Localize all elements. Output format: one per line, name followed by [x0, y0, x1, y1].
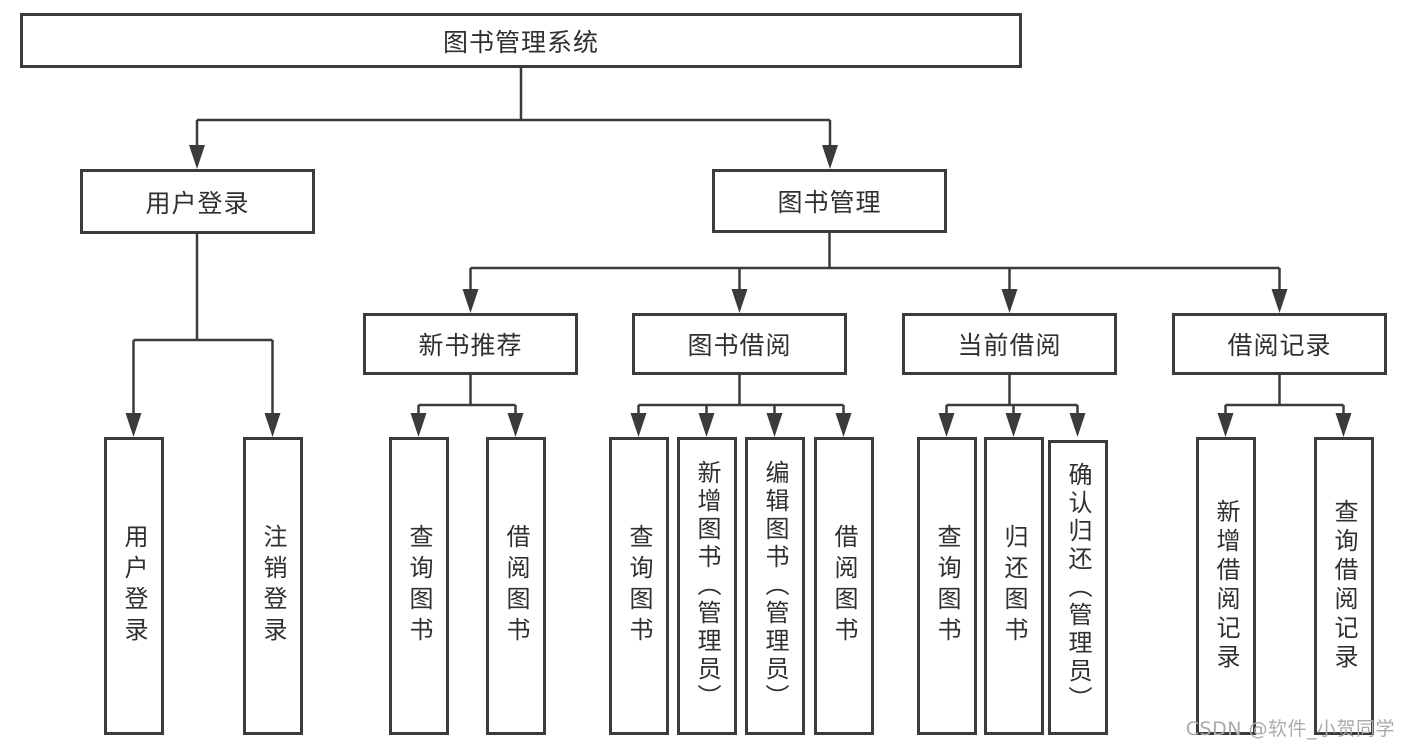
- leaf-edit-books-admin-label: 编辑图书（管理员）: [761, 460, 789, 712]
- node-borrowing-records-label: 借阅记录: [1227, 331, 1332, 360]
- leaf-add-borrow-record-label: 新增借阅记录: [1212, 499, 1240, 673]
- leaf-query-books-borrowing: 查询图书: [609, 437, 669, 735]
- leaf-borrow-books-recommend-label: 借阅图书: [502, 524, 530, 648]
- leaf-add-books-admin: 新增图书（管理员）: [677, 437, 737, 735]
- leaf-add-borrow-record: 新增借阅记录: [1196, 437, 1256, 735]
- arrowhead: [1005, 413, 1022, 437]
- node-new-book-recommend-label: 新书推荐: [418, 331, 523, 360]
- leaf-query-books-recommend-label: 查询图书: [405, 524, 433, 648]
- leaf-query-books-current-label: 查询图书: [933, 524, 961, 648]
- arrowhead: [1001, 289, 1018, 313]
- leaf-query-books-current: 查询图书: [917, 437, 977, 735]
- leaf-edit-books-admin: 编辑图书（管理员）: [745, 437, 805, 735]
- leaf-logout-label: 注销登录: [259, 524, 287, 648]
- node-current-borrowing: 当前借阅: [902, 313, 1117, 375]
- connector-userlogin-to-leaves: [132, 234, 274, 415]
- connector-bookmgmt-to-level3: [469, 233, 1281, 291]
- arrowhead: [410, 413, 427, 437]
- arrowhead: [1069, 413, 1086, 437]
- arrowhead: [822, 145, 838, 169]
- connector-borrowing-to-leaves: [637, 375, 845, 415]
- arrowhead: [264, 413, 281, 437]
- connector-newbooks-to-leaves: [417, 375, 517, 415]
- connector-root-to-level2: [195, 68, 832, 147]
- leaf-user-login: 用户登录: [104, 437, 164, 735]
- arrowhead: [1335, 413, 1352, 437]
- node-current-borrowing-label: 当前借阅: [957, 331, 1062, 360]
- leaf-logout: 注销登录: [243, 437, 303, 735]
- leaf-borrow-books-borrowing-label: 借阅图书: [830, 524, 858, 648]
- arrowhead: [698, 413, 715, 437]
- arrowhead: [507, 413, 524, 437]
- leaf-confirm-return-admin: 确认归还（管理员）: [1048, 440, 1108, 735]
- leaf-add-books-admin-label: 新增图书（管理员）: [693, 460, 721, 712]
- leaf-query-books-recommend: 查询图书: [389, 437, 449, 735]
- leaf-borrow-books-recommend: 借阅图书: [486, 437, 546, 735]
- node-borrowing-records: 借阅记录: [1172, 313, 1387, 375]
- arrowhead: [630, 413, 647, 437]
- node-user-login-label: 用户登录: [145, 188, 250, 218]
- arrowhead: [938, 413, 955, 437]
- leaf-return-books: 归还图书: [984, 437, 1044, 735]
- arrowhead: [125, 413, 142, 437]
- node-book-borrowing-label: 图书借阅: [687, 331, 792, 360]
- arrowhead: [189, 145, 205, 169]
- connector-records-to-leaves: [1224, 375, 1345, 415]
- arrowhead: [462, 289, 479, 313]
- node-book-management-label: 图书管理: [777, 188, 882, 217]
- leaf-user-login-label: 用户登录: [120, 524, 148, 648]
- arrowhead: [1217, 413, 1234, 437]
- leaf-query-borrow-record: 查询借阅记录: [1314, 437, 1374, 735]
- arrowhead: [1271, 289, 1288, 313]
- leaf-borrow-books-borrowing: 借阅图书: [814, 437, 874, 735]
- arrowhead: [835, 413, 852, 437]
- node-root-label: 图书管理系统: [442, 27, 599, 57]
- node-root-system: 图书管理系统: [20, 13, 1022, 68]
- leaf-query-books-borrowing-label: 查询图书: [625, 524, 653, 648]
- node-user-login: 用户登录: [80, 169, 315, 234]
- arrowhead: [731, 289, 748, 313]
- leaf-confirm-return-admin-label: 确认归还（管理员）: [1064, 461, 1092, 714]
- leaf-return-books-label: 归还图书: [1000, 524, 1028, 648]
- leaf-query-borrow-record-label: 查询借阅记录: [1330, 499, 1358, 673]
- node-book-management: 图书管理: [712, 169, 947, 233]
- arrowhead: [766, 413, 783, 437]
- csdn-watermark: CSDN @软件_小贺同学: [1185, 718, 1395, 740]
- node-new-book-recommend: 新书推荐: [363, 313, 578, 375]
- connector-current-to-leaves: [945, 375, 1079, 415]
- node-book-borrowing: 图书借阅: [632, 313, 847, 375]
